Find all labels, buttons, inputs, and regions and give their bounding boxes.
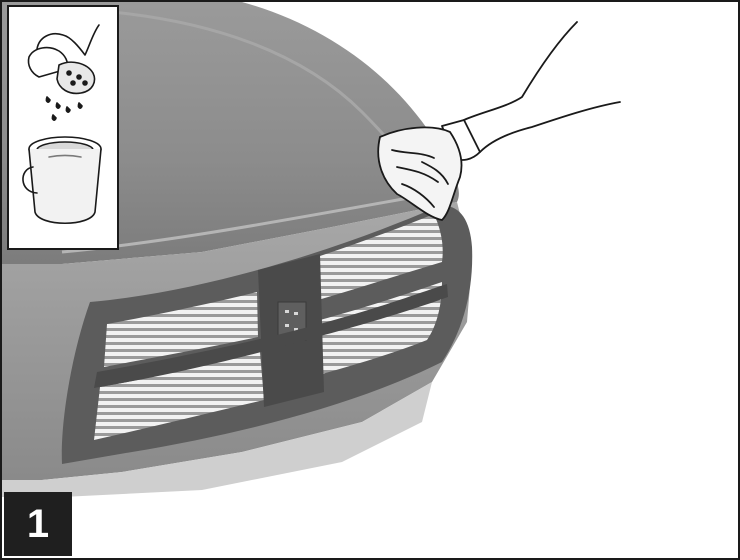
inset-illustration	[7, 5, 119, 250]
inset-bucket	[29, 149, 101, 223]
inset-drops	[46, 97, 82, 120]
inset-sponge	[57, 62, 95, 93]
soap-and-bucket-illustration	[9, 7, 117, 248]
step-number-badge: 1	[4, 492, 72, 556]
